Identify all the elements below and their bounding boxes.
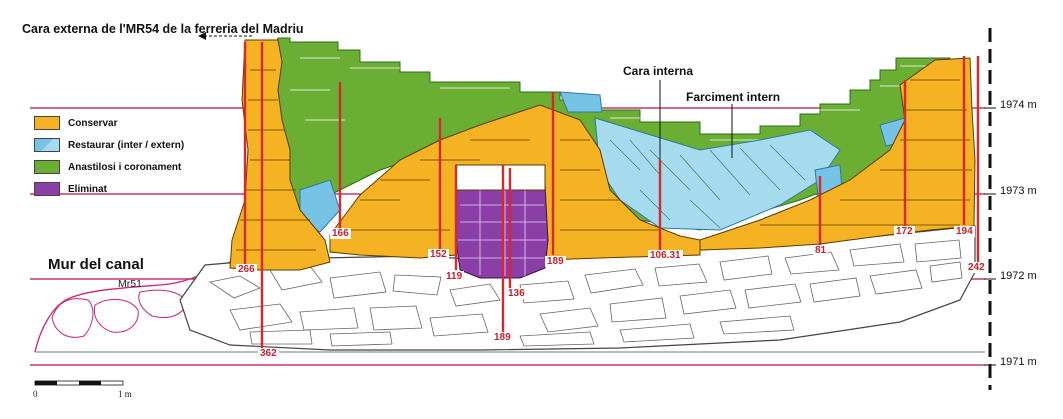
legend-item-restaurar: Restaurar (inter / extern) (34, 134, 210, 156)
measure-label-362: 362 (258, 348, 279, 359)
measure-label-242: 242 (966, 262, 987, 273)
cara-interna-label: Cara interna (623, 64, 694, 78)
measure-label-172: 172 (894, 226, 915, 237)
elevation-label-1973: 1973 m (1000, 185, 1037, 197)
farciment-hatch (609, 139, 806, 229)
legend-label: Restaurar (inter / extern) (68, 139, 185, 151)
restaurar-patch-2 (559, 91, 603, 113)
doorway-opening (455, 164, 546, 191)
legend-swatch-eliminat (34, 182, 60, 196)
measure-label-106: 106.31 (648, 250, 683, 261)
legend-swatch-anastilosi (34, 160, 60, 174)
foundation-area (179, 225, 976, 351)
legend-label: Anastilosi i coronament (68, 161, 182, 173)
scale-label-zero: 0 (33, 389, 38, 399)
farciment-intern-label: Farciment intern (686, 90, 781, 104)
measure-label-266: 266 (236, 264, 257, 275)
mr51-label: Mr51 (118, 278, 142, 290)
canal-stone-3 (138, 289, 187, 318)
measure-label-81: 81 (813, 245, 829, 256)
measure-label-136: 136 (506, 288, 527, 299)
measure-lines (243, 42, 980, 352)
measure-label-166: 166 (330, 228, 351, 239)
title-arrow-head (198, 32, 206, 40)
foundation-stones (208, 239, 963, 347)
measure-label-194: 194 (954, 226, 975, 237)
legend-item-anastilosi: Anastilosi i coronament (34, 156, 210, 178)
legend-label: Eliminat (68, 183, 107, 195)
elevation-label-1972: 1972 m (1000, 270, 1037, 282)
legend-item-conservar: Conservar (34, 112, 210, 134)
legend-swatch-restaurar (34, 138, 60, 152)
scale-label-one: 1 m (118, 389, 132, 399)
diagram-title: Cara externa de l'MR54 de la ferreria de… (22, 22, 304, 36)
conservar-right (699, 57, 976, 251)
legend-label: Conservar (68, 117, 118, 129)
legend-item-eliminat: Eliminat (34, 178, 210, 200)
anastilosi-marks (290, 57, 945, 141)
measure-label-152: 152 (428, 249, 449, 260)
elevation-label-1974: 1974 m (1000, 99, 1037, 111)
farciment-area (594, 117, 841, 231)
legend: Conservar Restaurar (inter / extern) Ana… (34, 112, 210, 200)
legend-swatch-conservar (34, 116, 60, 130)
measure-label-189-right: 189 (545, 256, 566, 267)
elevation-label-1971: 1971 m (1000, 356, 1037, 368)
scale-bar (34, 380, 124, 386)
canal-stone-1 (51, 298, 94, 338)
mur-del-canal-label: Mur del canal (48, 256, 144, 273)
measure-label-189-bottom: 189 (492, 332, 513, 343)
measure-label-119: 119 (444, 271, 465, 282)
canal-stone-2 (93, 298, 139, 333)
